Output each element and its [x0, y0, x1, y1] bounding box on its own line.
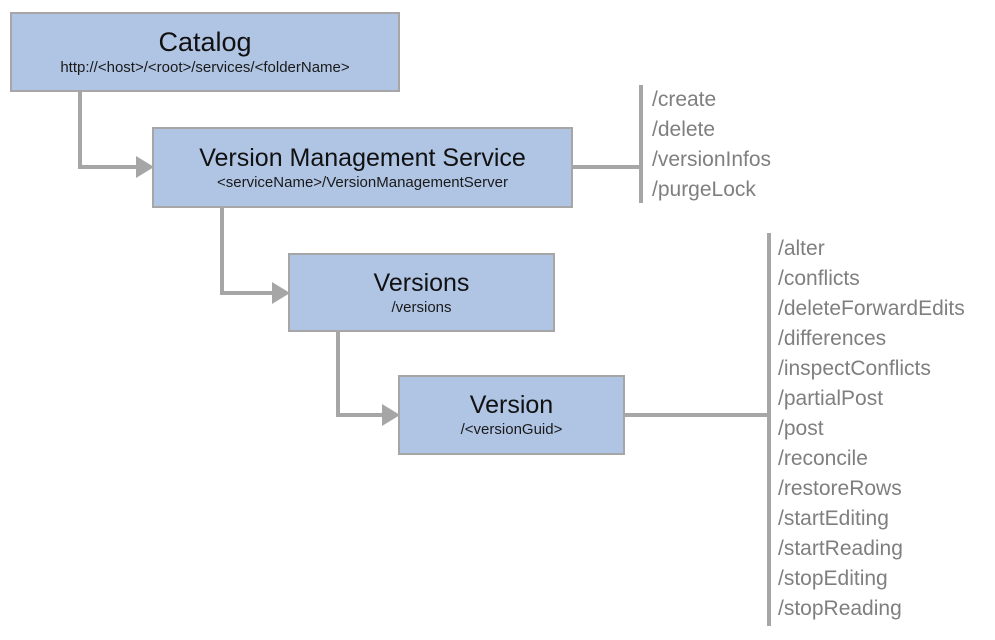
- bracket-service-operations: [639, 85, 643, 203]
- operation-item: /purgeLock: [652, 178, 756, 201]
- operation-item: /restoreRows: [778, 477, 902, 500]
- operation-item: /stopReading: [778, 597, 902, 620]
- connector-catalog-to-service-vertical: [78, 92, 82, 167]
- connector-service-to-versions-vertical: [220, 208, 224, 293]
- node-versions[interactable]: Versions /versions: [288, 253, 555, 332]
- connector-versions-to-version-vertical: [336, 332, 340, 415]
- operation-item: /startEditing: [778, 507, 889, 530]
- node-versions-title: Versions: [373, 268, 470, 297]
- operation-item: /delete: [652, 118, 716, 141]
- version-operations-list: /alter/conflicts/deleteForwardEdits/diff…: [778, 234, 965, 624]
- connector-version-to-operations: [625, 413, 771, 417]
- operation-item: /alter: [778, 237, 825, 260]
- service-operations-list: /create/delete/versionInfos/purgeLock: [652, 85, 771, 205]
- operation-item: /deleteForwardEdits: [778, 297, 965, 320]
- node-versions-subtitle: /versions: [391, 298, 452, 316]
- node-version-subtitle: /<versionGuid>: [460, 421, 563, 439]
- connector-service-to-operations: [573, 165, 643, 169]
- operation-item: /differences: [778, 327, 887, 350]
- node-catalog-subtitle: http://<host>/<root>/services/<folderNam…: [60, 59, 350, 77]
- operation-item: /partialPost: [778, 387, 884, 410]
- operation-item: /versionInfos: [652, 148, 772, 171]
- node-version-management-service[interactable]: Version Management Service <serviceName>…: [152, 127, 573, 208]
- operation-item: /conflicts: [778, 267, 860, 290]
- arrowhead-versions-to-version: [382, 404, 400, 426]
- arrowhead-service-to-versions: [272, 282, 290, 304]
- arrowhead-catalog-to-service: [136, 156, 154, 178]
- operation-item: /stopEditing: [778, 567, 888, 590]
- operation-item: /startReading: [778, 537, 903, 560]
- node-catalog-title: Catalog: [158, 26, 252, 57]
- node-catalog[interactable]: Catalog http://<host>/<root>/services/<f…: [10, 12, 400, 92]
- node-version-title: Version: [469, 391, 554, 419]
- node-version[interactable]: Version /<versionGuid>: [398, 375, 625, 455]
- node-version-management-service-subtitle: <serviceName>/VersionManagementServer: [217, 173, 508, 191]
- operation-item: /post: [778, 417, 824, 440]
- operation-item: /create: [652, 88, 717, 111]
- connector-versions-to-version-horizontal: [336, 413, 384, 417]
- operation-item: /reconcile: [778, 447, 868, 470]
- connector-service-to-versions-horizontal: [220, 291, 274, 295]
- node-version-management-service-title: Version Management Service: [199, 143, 526, 172]
- bracket-version-operations: [767, 233, 771, 626]
- operation-item: /inspectConflicts: [778, 357, 931, 380]
- connector-catalog-to-service-horizontal: [78, 165, 138, 169]
